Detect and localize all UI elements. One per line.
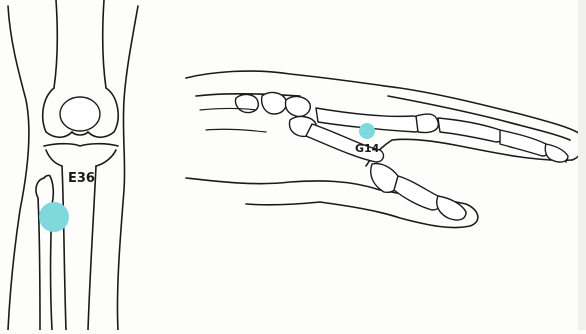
edge-strip: [578, 0, 586, 330]
carpal-bones: [262, 93, 287, 114]
g14-label: G14: [355, 142, 380, 155]
leg-illustration: E36: [8, 0, 138, 330]
g14-point: [359, 123, 375, 139]
leg-outline-right: [117, 6, 138, 330]
hand-illustration: G14: [186, 71, 583, 228]
e36-label: E36: [68, 171, 95, 186]
e36-point: [39, 202, 69, 232]
fibula: [36, 178, 44, 330]
femur: [54, 0, 57, 88]
patella: [60, 97, 100, 131]
tibia-plateau: [44, 144, 118, 146]
leg-outline-left: [8, 6, 29, 330]
tibia: [62, 166, 66, 330]
